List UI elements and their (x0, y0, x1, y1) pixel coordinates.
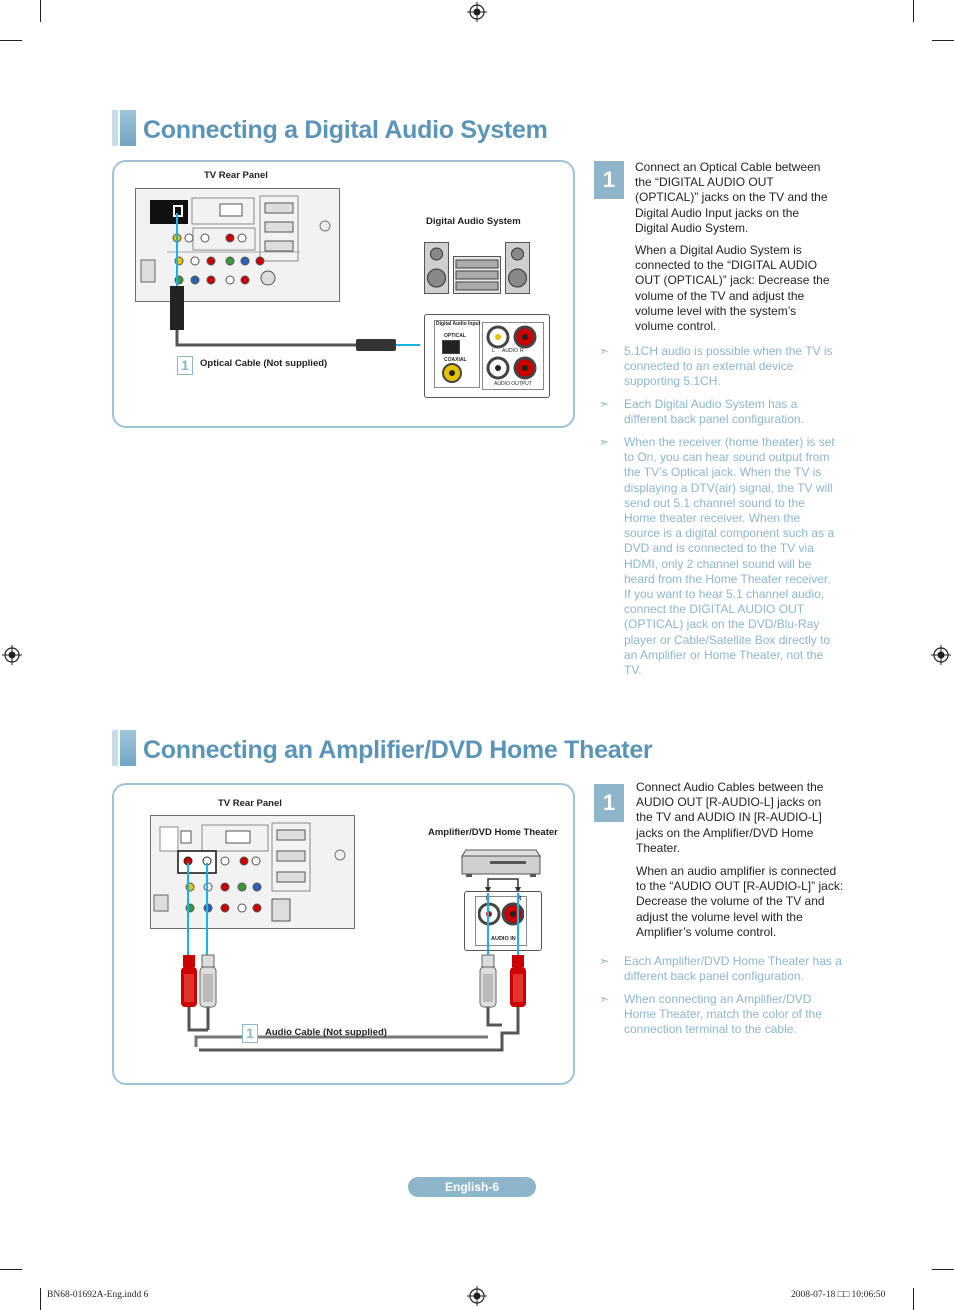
registration-mark-icon (931, 645, 951, 665)
audio-output-group (482, 322, 544, 390)
step-paragraph: Connect Audio Cables between the AUDIO O… (636, 780, 824, 855)
crop-mark (40, 1288, 41, 1310)
crop-mark (0, 40, 22, 41)
coaxial-label: COAXIAL (444, 357, 467, 363)
note-arrow-icon: ➣ (599, 435, 610, 449)
tv-rear-panel (150, 815, 355, 929)
step-paragraph: Connect an Optical Cable between the “DI… (635, 160, 828, 235)
audio-r-label: R (517, 896, 522, 902)
crop-mark (932, 1269, 954, 1270)
note-text: When the receiver (home theater) is set … (624, 435, 835, 678)
digital-audio-system-image (424, 242, 530, 294)
coaxial-jack[interactable] (441, 362, 463, 384)
audio-in-group (475, 896, 527, 946)
title-accent-bar (112, 110, 136, 146)
section-title: Connecting a Digital Audio System (143, 116, 548, 144)
crop-mark (40, 0, 41, 22)
optical-cable (170, 213, 420, 351)
audio-r-label: R (520, 348, 524, 354)
optical-label: OPTICAL (444, 333, 466, 339)
registration-mark-icon (467, 1286, 487, 1306)
crop-mark (932, 40, 954, 41)
crop-mark (913, 0, 914, 22)
device-jack-panel (464, 891, 542, 951)
device-label: Digital Audio System (426, 216, 521, 227)
audio-label: AUDIO (502, 348, 518, 354)
audio-in-arrows (485, 878, 521, 893)
digital-audio-input-label: Digital Audio Input (436, 321, 481, 327)
audio-l-label: L (492, 348, 495, 354)
section-title: Connecting an Amplifier/DVD Home Theater (143, 736, 653, 764)
note-arrow-icon: ➣ (599, 344, 610, 358)
step-paragraph: When an audio amplifier is connected to … (636, 864, 844, 939)
cable-label: Audio Cable (Not supplied) (265, 1027, 387, 1038)
crop-mark (913, 1288, 914, 1310)
audio-output-jacks[interactable] (485, 324, 539, 384)
note-text: 5.1CH audio is possible when the TV is c… (624, 344, 833, 389)
audio-cable (181, 863, 526, 1052)
note-arrow-icon: ➣ (599, 954, 610, 968)
note-arrow-icon: ➣ (599, 397, 610, 411)
amplifier-dvd-image (461, 849, 541, 877)
step-number: 1 (594, 784, 624, 822)
file-name: BN68-01692A-Eng.indd 6 (47, 1290, 149, 1300)
note-text: Each Digital Audio System has a differen… (624, 397, 804, 427)
note-text: Each Amplifier/DVD Home Theater has a di… (624, 954, 842, 984)
note-arrow-icon: ➣ (599, 992, 610, 1006)
step-paragraph: When a Digital Audio System is connected… (635, 243, 830, 334)
digital-audio-input-group (434, 320, 480, 388)
registration-mark-icon (2, 645, 22, 665)
page-number-label: English-6 (408, 1177, 536, 1197)
crop-mark (0, 1269, 22, 1270)
print-timestamp: 2008-07-18 □□ 10:06:50 (791, 1290, 886, 1300)
step-number: 1 (594, 161, 624, 199)
title-accent-bar (112, 730, 136, 766)
audio-output-label: AUDIO OUTPUT (494, 381, 532, 387)
optical-jack[interactable] (442, 340, 460, 354)
registration-mark-icon (467, 2, 487, 22)
cable-step-number: 1 (242, 1024, 258, 1043)
cable-step-number: 1 (177, 356, 193, 375)
audio-in-label: AUDIO IN (491, 936, 516, 942)
tv-rear-panel (135, 188, 340, 302)
device-label: Amplifier/DVD Home Theater (428, 827, 558, 838)
tv-rear-panel-label: TV Rear Panel (218, 798, 282, 809)
note-text: When connecting an Amplifier/DVD Home Th… (624, 992, 822, 1037)
tv-rear-panel-label: TV Rear Panel (204, 170, 268, 181)
cable-label: Optical Cable (Not supplied) (200, 358, 328, 369)
